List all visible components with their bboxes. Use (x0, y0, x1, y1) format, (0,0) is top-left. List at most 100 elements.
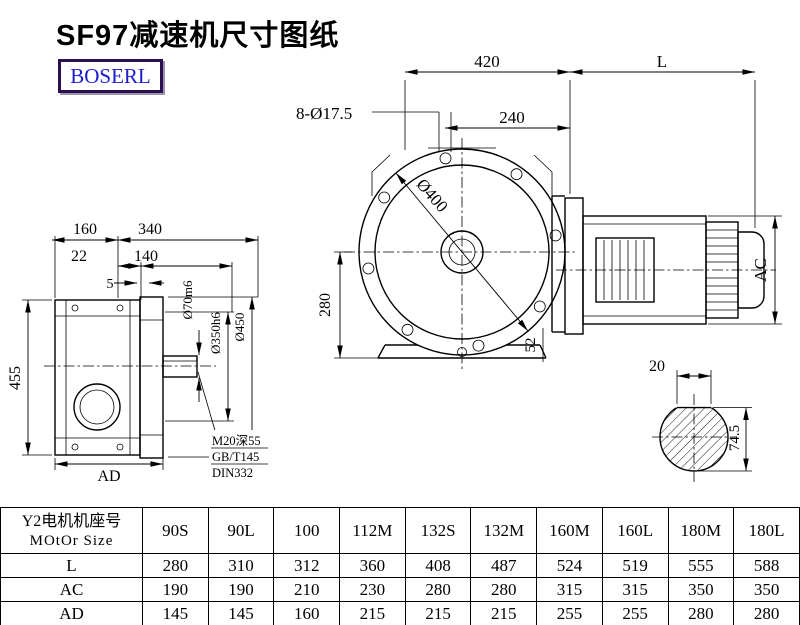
col-header: 160L (601, 507, 669, 554)
motor-end-cap (737, 231, 765, 309)
cell: 160 (273, 601, 341, 625)
col-header: 90L (207, 507, 275, 554)
col-header: 160M (536, 507, 603, 554)
dim-74-5: 74.5 (727, 425, 743, 451)
dim-5: 5 (107, 277, 114, 292)
dimension-52: 52 (523, 328, 544, 362)
row-label-AD: AD (0, 601, 143, 625)
output-bore (73, 383, 121, 431)
cell: 190 (207, 577, 275, 602)
cell: 408 (404, 553, 472, 578)
dim-22: 22 (71, 248, 87, 265)
dim-AD: AD (97, 468, 120, 485)
cell: 350 (667, 577, 735, 602)
dim-8-holes: 8-Ø17.5 (296, 104, 352, 123)
dim-52: 52 (523, 338, 539, 353)
housing-corner-left (371, 154, 391, 196)
dim-340: 340 (138, 221, 162, 238)
cell: 555 (667, 553, 735, 578)
table-header-cn: Y2电机机座号 (21, 512, 122, 530)
cell: 360 (339, 553, 406, 578)
motor-fins (706, 229, 738, 311)
gearbox-body (54, 299, 141, 456)
dim-140: 140 (134, 248, 158, 265)
housing-corner-right (533, 154, 553, 196)
cell: 215 (470, 601, 538, 625)
dim-240: 240 (499, 108, 525, 127)
cell: 230 (339, 577, 406, 602)
note-m20: M20深55 (212, 434, 261, 448)
cell: 487 (470, 553, 538, 578)
note-gb: GB/T145 (212, 450, 259, 464)
cell: 312 (273, 553, 341, 578)
motor-detail-lines (603, 240, 645, 300)
table-row-AC: AC 190 190 210 230 280 280 315 315 350 3… (0, 577, 800, 602)
shaft-cross-section: 20 74.5 (649, 358, 752, 482)
col-header: 180L (733, 507, 800, 554)
housing-inner-circle (374, 164, 550, 340)
dim-420: 420 (474, 52, 500, 71)
col-header: 90S (142, 507, 209, 554)
col-header: 100 (273, 507, 341, 554)
dimension-280: 280 (317, 251, 378, 359)
cell: 280 (470, 577, 538, 602)
note-din: DIN332 (212, 466, 253, 480)
cell: 315 (536, 577, 603, 602)
page-title: SF97减速机尺寸图纸 (56, 20, 340, 52)
dim-dia400: Ø400 (413, 175, 452, 216)
row-label-L: L (0, 553, 143, 578)
motor-size-table: Y2电机机座号 MOtOr Size 90S 90L 100 112M 132S… (0, 507, 800, 625)
technical-drawing: 420 L 8-Ø17.5 240 Ø400 280 AC (7, 52, 782, 485)
cell: 315 (601, 577, 669, 602)
dim-455: 455 (7, 366, 24, 390)
motor (551, 195, 776, 335)
cell: 280 (142, 553, 209, 578)
col-header: 132S (404, 507, 472, 554)
dimension-420-L: 420 L (404, 52, 756, 228)
col-header: 132M (470, 507, 538, 554)
boserl-logo-text: BOSERL (70, 63, 151, 88)
row-label-AC: AC (0, 577, 143, 602)
cell: 145 (142, 601, 209, 625)
table-row-L: L 280 310 312 360 408 487 524 519 555 58… (0, 553, 800, 578)
boserl-logo: BOSERL (58, 59, 163, 93)
dim-280: 280 (317, 293, 334, 317)
cell: 350 (733, 577, 800, 602)
cell: 280 (404, 577, 472, 602)
mounting-flange (139, 296, 164, 459)
side-view (44, 296, 216, 459)
table-header-motor-size: Y2电机机座号 MOtOr Size (0, 507, 143, 554)
cell: 519 (601, 553, 669, 578)
cell: 145 (207, 601, 275, 625)
dim-dia70: Ø70m6 (180, 280, 195, 320)
col-header: 180M (667, 507, 735, 554)
table-row-AD: AD 145 145 160 215 215 215 255 255 280 2… (0, 601, 800, 625)
dim-AC: AC (751, 258, 770, 282)
dim-dia450: Ø450 (232, 313, 247, 342)
cell: 280 (733, 601, 800, 625)
dim-160: 160 (73, 221, 97, 238)
cell: 255 (601, 601, 669, 625)
input-shaft (162, 355, 198, 378)
dimension-bolt-holes-240: 8-Ø17.5 240 (296, 104, 570, 152)
cell: 215 (404, 601, 472, 625)
thread-note: M20深55 GB/T145 DIN332 (209, 430, 270, 482)
base-feet (377, 344, 547, 359)
dimension-AC: AC (708, 215, 782, 325)
cell: 190 (142, 577, 209, 602)
dim-key-20: 20 (649, 358, 665, 375)
col-header: 112M (339, 507, 406, 554)
output-bore-inner (79, 389, 115, 425)
dim-L: L (657, 52, 667, 71)
cell: 588 (733, 553, 800, 578)
cell: 210 (273, 577, 341, 602)
motor-detail (595, 237, 655, 303)
dim-dia350: Ø350h6 (208, 312, 223, 354)
table-header-en: MOtOr Size (29, 532, 114, 549)
cell: 215 (339, 601, 406, 625)
cell: 524 (536, 553, 603, 578)
cell: 255 (536, 601, 603, 625)
motor-flange (564, 197, 584, 335)
motor-size-table-wrap: Y2电机机座号 MOtOr Size 90S 90L 100 112M 132S… (0, 507, 800, 625)
